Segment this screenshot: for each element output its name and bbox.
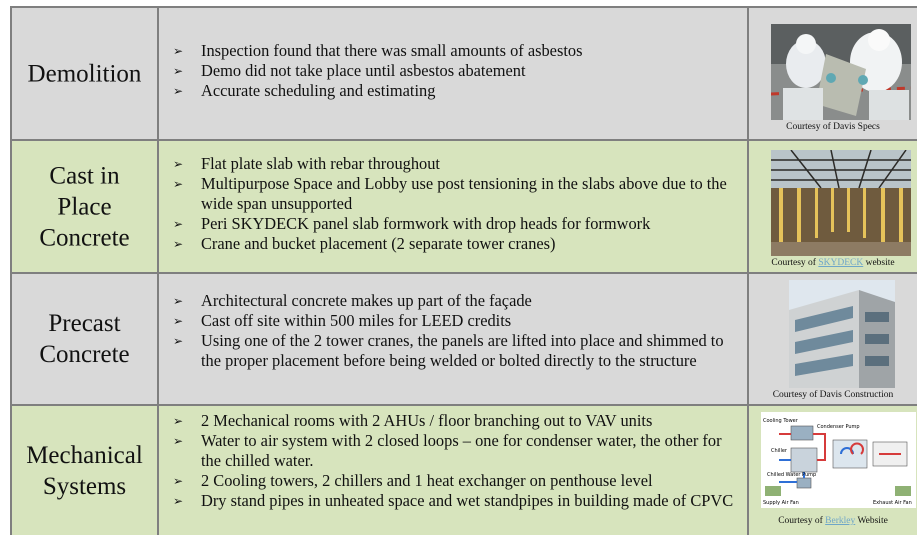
skydeck-link[interactable]: SKYDECK xyxy=(818,258,864,268)
arrow-bullet-icon: ➢ xyxy=(173,414,184,428)
image-caption: Courtesy of Davis Specs xyxy=(786,122,880,132)
image-caption: Courtesy of SKYDECK website xyxy=(771,258,895,268)
image-cell: Cooling Tower Condenser Pump Chiller Chi… xyxy=(749,406,917,535)
bullets-cell: ➢2 Mechanical rooms with 2 AHUs / floor … xyxy=(159,406,749,535)
bullet-item: ➢Flat plate slab with rebar throughout xyxy=(173,154,440,173)
bullet-item: ➢Cast off site within 500 miles for LEED… xyxy=(173,311,512,330)
row-cast-in-place-concrete: Cast in Place Concrete ➢Flat plate slab … xyxy=(10,141,917,274)
arrow-bullet-icon: ➢ xyxy=(173,434,184,448)
bullet-item: ➢Multipurpose Space and Lobby use post t… xyxy=(173,174,727,213)
bullet-list: ➢Architectural concrete makes up part of… xyxy=(173,291,737,371)
category-label: Mechanical Systems xyxy=(26,441,143,500)
arrow-bullet-icon: ➢ xyxy=(173,314,184,328)
category-cell: Mechanical Systems xyxy=(10,406,159,535)
bullet-item: ➢Inspection found that there was small a… xyxy=(173,41,583,60)
bullets-cell: ➢Flat plate slab with rebar throughout ➢… xyxy=(159,141,749,272)
arrow-bullet-icon: ➢ xyxy=(173,177,184,191)
arrow-bullet-icon: ➢ xyxy=(173,237,184,251)
cooling-tower-label: Cooling Tower xyxy=(763,418,799,424)
row-demolition: Demolition ➢Inspection found that there … xyxy=(10,8,917,141)
arrow-bullet-icon: ➢ xyxy=(173,474,184,488)
bullets-cell: ➢Inspection found that there was small a… xyxy=(159,8,749,139)
image-cell: Courtesy of SKYDECK website xyxy=(749,141,917,272)
precast-building-photo xyxy=(789,280,895,388)
bullet-list: ➢Inspection found that there was small a… xyxy=(173,41,737,101)
bullet-item: ➢Crane and bucket placement (2 separate … xyxy=(173,234,556,253)
bullet-item: ➢2 Cooling towers, 2 chillers and 1 heat… xyxy=(173,471,653,490)
bullet-item: ➢Accurate scheduling and estimating xyxy=(173,81,436,100)
bullet-item: ➢Peri SKYDECK panel slab formwork with d… xyxy=(173,214,651,233)
bullet-list: ➢2 Mechanical rooms with 2 AHUs / floor … xyxy=(173,411,737,511)
arrow-bullet-icon: ➢ xyxy=(173,84,184,98)
exhaust-air-fan-label: Exhaust Air Fan xyxy=(873,500,912,506)
chiller-label: Chiller xyxy=(771,448,788,454)
row-precast-concrete: Precast Concrete ➢Architectural concrete… xyxy=(10,274,917,406)
bullet-item: ➢Dry stand pipes in unheated space and w… xyxy=(173,491,734,510)
image-cell: Courtesy of Davis Construction xyxy=(749,274,917,404)
berkley-link[interactable]: Berkley xyxy=(825,516,856,526)
category-cell: Cast in Place Concrete xyxy=(10,141,159,272)
category-label: Precast Concrete xyxy=(39,310,130,368)
category-cell: Precast Concrete xyxy=(10,274,159,404)
arrow-bullet-icon: ➢ xyxy=(173,334,184,348)
arrow-bullet-icon: ➢ xyxy=(173,494,184,508)
arrow-bullet-icon: ➢ xyxy=(173,64,184,78)
construction-summary-table: Demolition ➢Inspection found that there … xyxy=(10,6,917,535)
image-caption: Courtesy of Davis Construction xyxy=(772,390,894,400)
bullet-item: ➢Architectural concrete makes up part of… xyxy=(173,291,532,310)
chilled-water-pump-label: Chilled Water Pump xyxy=(767,472,816,478)
supply-air-fan-label: Supply Air Fan xyxy=(763,500,799,506)
bullet-item: ➢2 Mechanical rooms with 2 AHUs / floor … xyxy=(173,411,653,430)
arrow-bullet-icon: ➢ xyxy=(173,294,184,308)
category-label: Cast in Place Concrete xyxy=(39,162,130,251)
hvac-diagram: Cooling Tower Condenser Pump Chiller Chi… xyxy=(761,412,916,508)
arrow-bullet-icon: ➢ xyxy=(173,44,184,58)
arrow-bullet-icon: ➢ xyxy=(173,217,184,231)
bullet-list: ➢Flat plate slab with rebar throughout ➢… xyxy=(173,154,737,254)
arrow-bullet-icon: ➢ xyxy=(173,157,184,171)
bullet-item: ➢Demo did not take place until asbestos … xyxy=(173,61,526,80)
bullet-item: ➢Water to air system with 2 closed loops… xyxy=(173,431,722,470)
category-cell: Demolition xyxy=(10,8,159,139)
category-label: Demolition xyxy=(27,60,142,87)
asbestos-abatement-photo xyxy=(771,24,911,120)
image-cell: Courtesy of Davis Specs xyxy=(749,8,917,139)
row-mechanical-systems: Mechanical Systems ➢2 Mechanical rooms w… xyxy=(10,406,917,535)
slab-formwork-photo xyxy=(771,150,911,256)
image-caption: Courtesy of Berkley Website xyxy=(778,516,888,526)
bullets-cell: ➢Architectural concrete makes up part of… xyxy=(159,274,749,404)
condenser-pump-label: Condenser Pump xyxy=(817,424,860,430)
bullet-item: ➢Using one of the 2 tower cranes, the pa… xyxy=(173,331,724,370)
